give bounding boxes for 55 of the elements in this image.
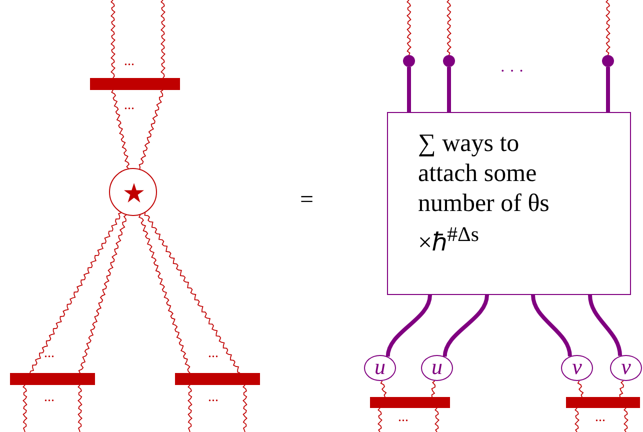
wavy-line <box>577 380 584 398</box>
wavy-line <box>144 212 240 374</box>
thick-bar <box>175 373 260 385</box>
ellipsis-label: ... <box>44 391 54 405</box>
wavy-line <box>378 408 382 432</box>
thick-line <box>447 67 451 112</box>
ellipsis-label: ... <box>208 391 218 405</box>
wavy-line <box>380 380 387 398</box>
vertex-dot <box>443 55 455 67</box>
vertex-dot <box>602 55 614 67</box>
wavy-line <box>160 0 166 78</box>
wavy-line <box>111 90 130 169</box>
ellipsis-label: ... <box>208 347 218 361</box>
ellipsis-label: ... <box>44 347 54 361</box>
wavy-line <box>78 384 82 432</box>
thick-line <box>386 294 432 357</box>
wavy-line <box>242 384 248 432</box>
wavy-line <box>138 90 164 170</box>
vertex-ellipse: v <box>610 355 642 381</box>
vertex-ellipse: v <box>561 355 593 381</box>
ellipsis-label: ... <box>398 411 408 425</box>
vertex-circle <box>109 168 157 216</box>
wavy-line <box>619 380 624 398</box>
wavy-line <box>606 0 610 56</box>
wavy-line <box>138 214 190 374</box>
vertex-ellipse: u <box>364 355 396 381</box>
box-text: ∑ ways to attach some number of θs ×ℏ$^{#Δs}$ <box>418 129 550 258</box>
thick-line <box>531 294 572 357</box>
ellipsis-label: ... <box>124 55 134 69</box>
wavy-line <box>446 0 452 56</box>
thick-bar <box>370 397 450 408</box>
thick-line <box>442 294 489 357</box>
equals-sign: = <box>300 188 314 212</box>
thick-bar <box>566 397 640 408</box>
wavy-line <box>110 0 116 78</box>
wavy-line <box>434 408 440 432</box>
thick-line <box>407 67 411 112</box>
wavy-line <box>30 212 122 374</box>
wavy-line <box>624 408 628 432</box>
ellipsis-label: ... <box>124 99 134 113</box>
wavy-line <box>574 408 580 432</box>
vertex-dot <box>403 55 415 67</box>
thick-line <box>588 294 622 356</box>
wavy-line <box>78 214 127 374</box>
wavy-line <box>22 384 28 432</box>
text-box <box>387 112 631 295</box>
vertex-ellipse: u <box>421 355 453 381</box>
thick-bar <box>10 373 95 385</box>
wavy-line <box>406 0 412 56</box>
ellipsis-label: · · · <box>500 64 524 80</box>
thick-bar <box>90 78 180 90</box>
wavy-line <box>431 380 436 398</box>
ellipsis-label: ... <box>595 411 606 425</box>
thick-line <box>606 67 610 112</box>
wavy-line <box>188 384 192 432</box>
